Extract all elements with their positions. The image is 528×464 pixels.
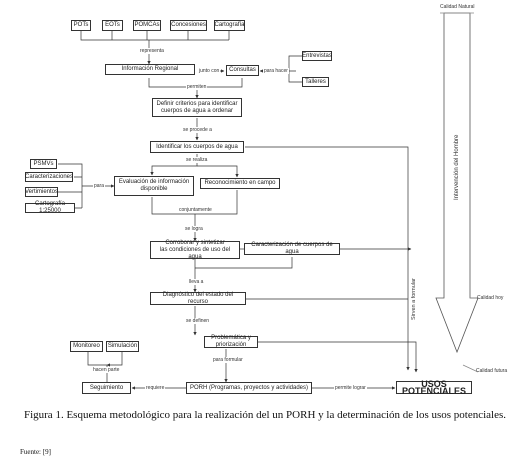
figure-source: Fuente: [9] <box>20 448 51 456</box>
edge-identificar-right <box>245 146 410 371</box>
node-entrevistas: Entrevistas <box>302 51 332 61</box>
node-evaluacion: Evaluación de información disponible <box>114 176 194 196</box>
label-permiten: permiten <box>186 84 208 90</box>
node-definir-criterios: Definir criterios para identificar cuerp… <box>152 98 242 117</box>
edge-problematica-right <box>258 341 418 373</box>
edge-conjuntamente <box>151 190 238 241</box>
node-concesiones: Concesiones <box>170 20 207 31</box>
label-para: para <box>93 183 106 189</box>
label-intervencion-hombre: Intervención del Hombre <box>454 134 460 200</box>
edge-para <box>58 163 114 209</box>
label-para-hacer: para hacer <box>263 68 289 74</box>
edge-caract-down <box>195 257 293 269</box>
label-permite-lograr: permite lograr <box>334 385 367 391</box>
edge-se-realiza-right <box>197 165 239 178</box>
label-para-formular: para formular <box>212 357 244 363</box>
label-requiere: requiere <box>145 385 166 391</box>
edge-sources-bus <box>80 31 230 41</box>
label-representa: representa <box>139 48 165 54</box>
node-identificar: Identificar los cuerpos de agua <box>150 141 244 153</box>
label-calidad-futura: Calidad futura <box>476 368 508 374</box>
node-psmvs: PSMVs <box>30 159 57 169</box>
node-vertimientos: Vertimientos <box>25 187 58 197</box>
label-conjuntamente: conjuntamente <box>178 207 213 213</box>
edge-consultas-down <box>197 78 243 88</box>
node-cartografia: Cartografía <box>214 20 245 31</box>
label-se-procede-a: se procede a <box>182 127 213 133</box>
node-usos-potenciales: USOS POTENCIALES <box>396 379 472 395</box>
node-monitoreo: Monitoreo <box>70 341 103 352</box>
label-se-definen: se definen <box>185 318 211 324</box>
label-calidad-hoy: Calidad hoy <box>477 295 504 301</box>
node-informacion-regional: Información Regional <box>105 64 195 75</box>
node-pots: POTs <box>71 20 91 31</box>
edge-permiten <box>148 78 199 99</box>
node-reconocimiento: Reconocimiento en campo <box>200 178 280 189</box>
node-diagnostico: Diagnóstico del estado del recurso <box>150 292 246 305</box>
label-hacen-parte: hacen parte <box>92 367 121 373</box>
node-pomcas: POMCAs <box>133 20 161 31</box>
node-caracterizaciones: Caracterizaciones <box>25 172 73 182</box>
label-se-realiza: se realiza <box>185 157 209 163</box>
node-problematica: Problemática y priorización <box>204 335 258 348</box>
node-talleres: Talleres <box>302 77 329 87</box>
label-lleva-a: lleva a <box>188 279 205 285</box>
node-seguimiento: Seguimiento <box>82 382 131 394</box>
node-porh: PORH (Programas, proyectos y actividades… <box>186 382 312 394</box>
node-corroborar: Corroborar y sintetizar las condiciones … <box>150 240 240 260</box>
label-junto-con: junto con <box>198 68 221 74</box>
edge-hacen-parte <box>87 352 123 382</box>
figure-caption: Figura 1. Esquema metodológico para la r… <box>20 408 510 422</box>
label-calidad-natural: Calidad Natural <box>440 4 475 10</box>
node-cartografia-25000: Cartografía 1:25000 <box>25 201 75 214</box>
calidad-futura-line <box>462 364 479 373</box>
node-eots: EOTs <box>102 20 123 31</box>
label-se-logra: se logra <box>184 226 204 232</box>
node-consultas: Consultas <box>226 65 259 76</box>
edge-para-hacer <box>288 55 302 83</box>
caption-text: Esquema metodológico para la realización… <box>66 409 507 421</box>
label-sirven-a-formular: Sirven a formular <box>411 278 417 320</box>
node-simulacion: Simulación <box>106 341 139 352</box>
intervencion-big-arrow <box>435 12 479 354</box>
node-caracterizacion: Caracterización de cuerpos de agua <box>244 242 340 255</box>
caption-figure-number: Figura 1. <box>23 409 64 421</box>
